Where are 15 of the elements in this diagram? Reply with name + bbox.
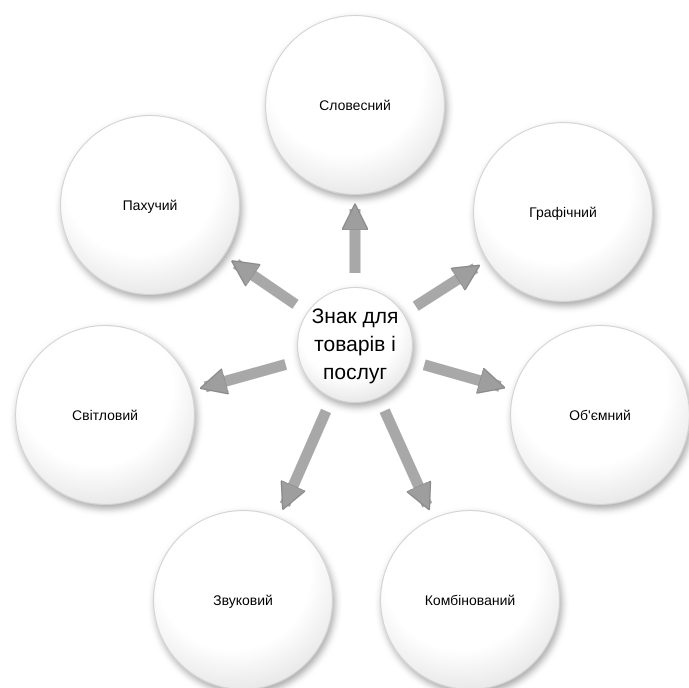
arrow <box>199 359 288 395</box>
arrow <box>341 203 369 273</box>
arrow <box>412 263 480 311</box>
node-label: Об'ємний <box>568 406 632 424</box>
node-label: Світловий <box>71 406 139 424</box>
arrow <box>422 360 506 394</box>
node-label: Графічний <box>528 202 598 222</box>
arrow <box>380 408 432 511</box>
arrow <box>230 259 299 309</box>
node-label: Словесний <box>318 96 392 114</box>
node-label: Комбінований <box>424 590 516 610</box>
node-label: Звуковий <box>212 590 274 610</box>
node-label: Знак для товарів і послуг <box>310 304 400 386</box>
arrow <box>280 408 332 510</box>
node-label: Пахучий <box>122 196 178 215</box>
